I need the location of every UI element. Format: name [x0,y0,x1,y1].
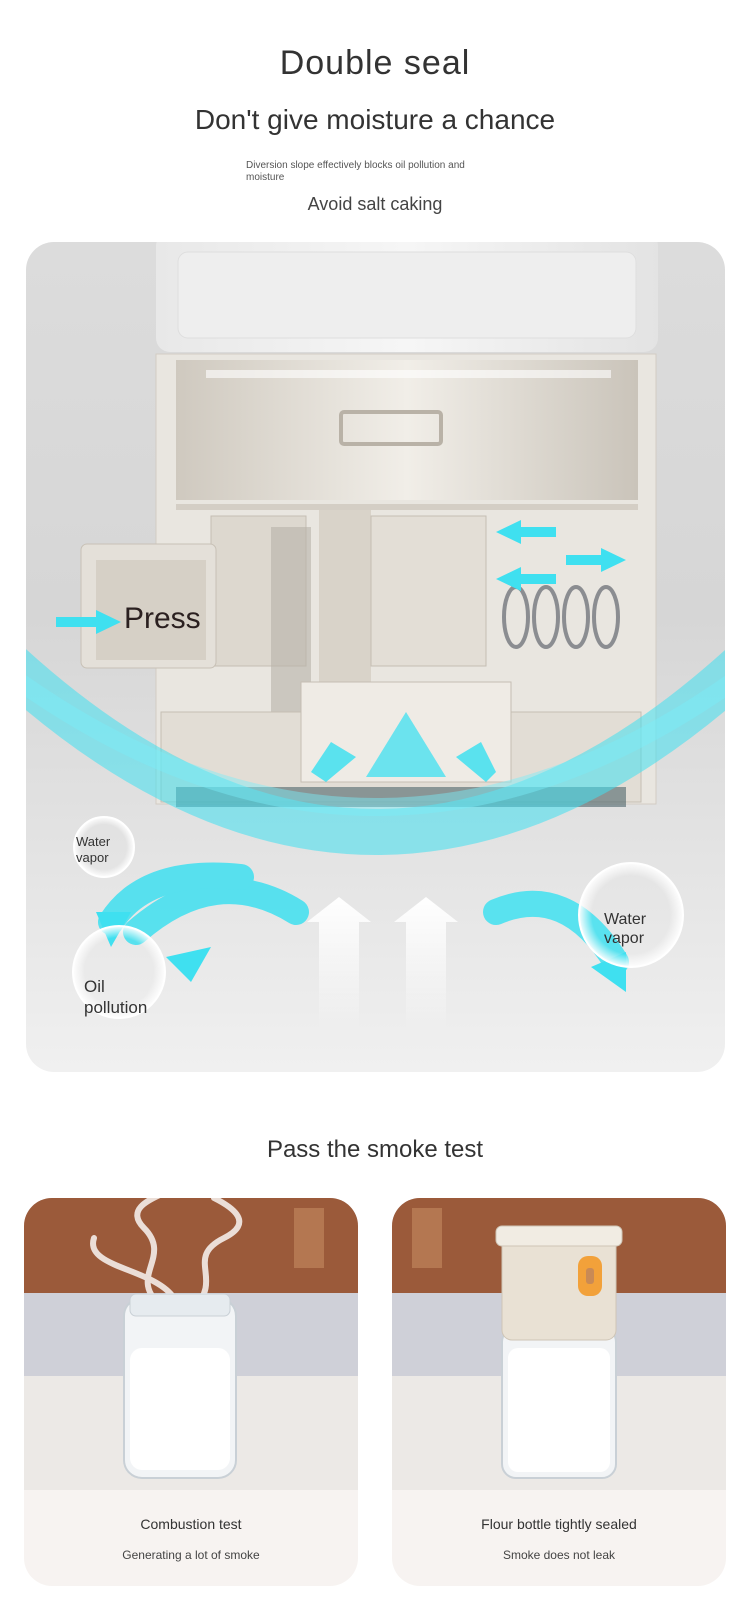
page-subtitle: Don't give moisture a chance [194,104,556,135]
seal-diagram: Press Water vapor Oil pollution Water va… [26,242,725,1072]
feature-note: Diversion slope effectively blocks oil p… [246,160,465,183]
sealed-bottle-card: Flour bottle tightly sealed Smoke does n… [392,1198,726,1586]
card-caption: Combustion test [140,1516,242,1532]
press-label: Press [124,602,201,635]
smoke-test-title: Pass the smoke test [266,1136,484,1163]
oil-pollution-label: Oil pollution [84,977,148,1017]
card-caption: Flour bottle tightly sealed [481,1516,637,1532]
page-title: Double seal [279,44,471,82]
tagline: Avoid salt caking [307,194,443,214]
water-vapor-label-right: Water vapor [604,911,647,947]
seal-cutaway-illustration [26,242,725,1032]
water-vapor-label-left: Water vapor [76,834,111,865]
open-jar-smoke-photo [24,1198,358,1490]
combustion-test-card: Combustion test Generating a lot of smok… [24,1198,358,1586]
sealed-bottle-photo [392,1198,726,1490]
card-subcaption: Generating a lot of smoke [122,1548,260,1562]
card-subcaption: Smoke does not leak [502,1548,616,1562]
